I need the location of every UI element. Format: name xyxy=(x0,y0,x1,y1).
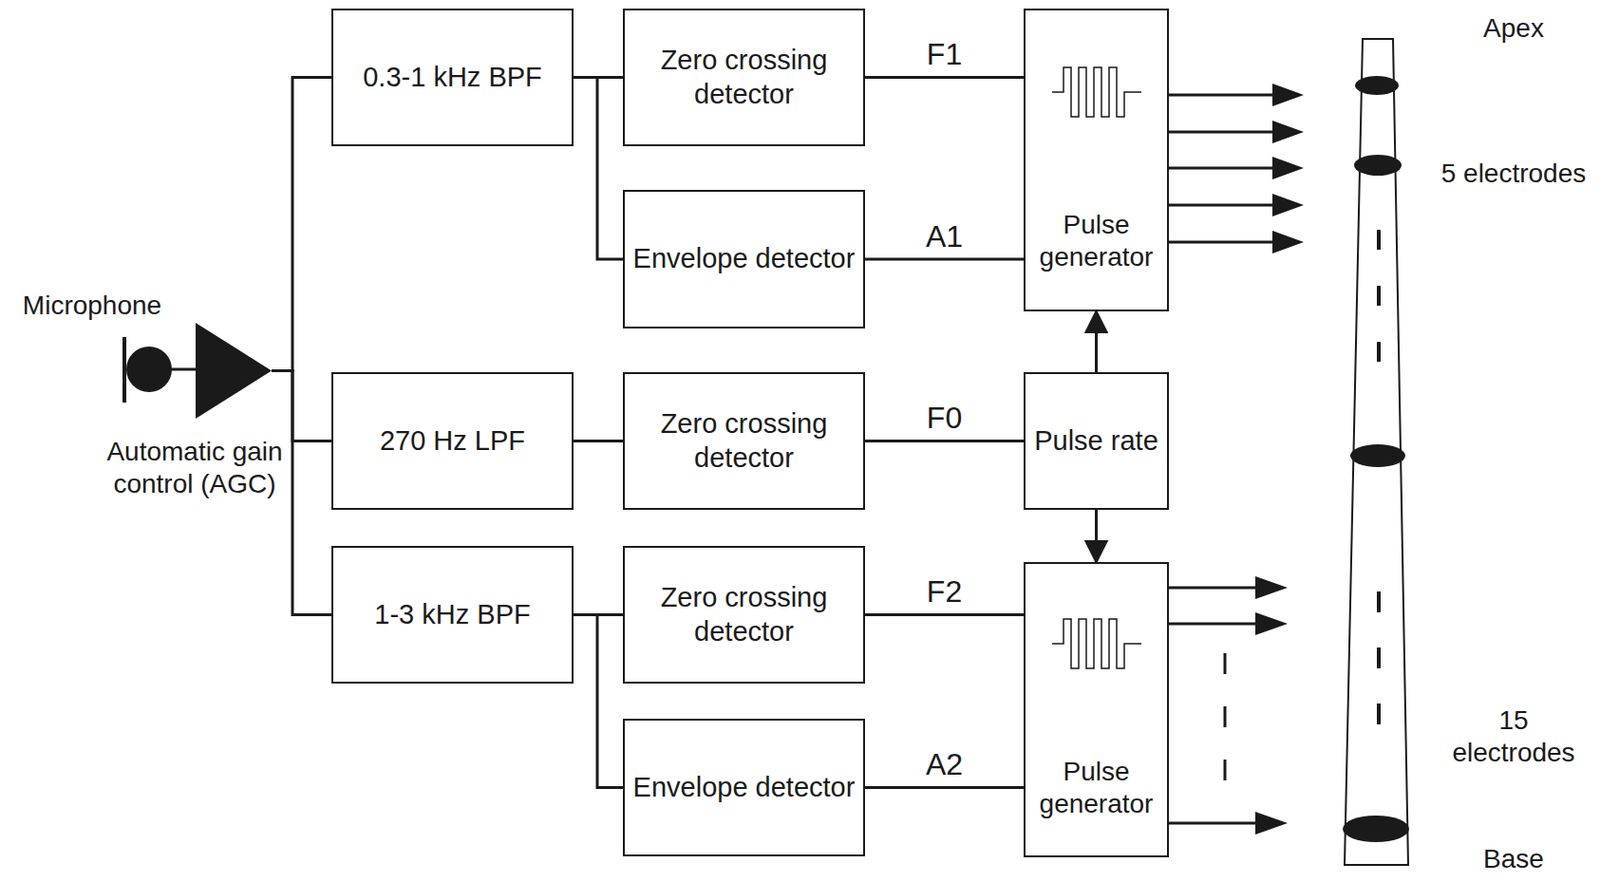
filter-box: 1-3 kHz BPF xyxy=(331,545,574,684)
amplifier-symbol: Automatic gain control (AGC) xyxy=(94,322,295,537)
signal-wire xyxy=(271,77,332,372)
node-text: Pulse generator xyxy=(1028,755,1165,821)
pulse-waveform-icon xyxy=(1050,63,1146,121)
signal-wire xyxy=(573,439,623,443)
node-text: Zero crossing detector xyxy=(632,43,856,112)
signal-label: A1 xyxy=(922,220,966,254)
signal-label: F0 xyxy=(923,401,965,435)
amplifier-triangle xyxy=(195,322,272,419)
annotation-label: 15 electrodes xyxy=(1437,704,1590,770)
signal-label: A2 xyxy=(922,748,966,782)
detector-box: Zero crossing detector xyxy=(622,8,866,147)
node-text: Zero crossing detector xyxy=(632,407,856,475)
microphone-symbol xyxy=(124,337,198,403)
signal-label: F2 xyxy=(923,575,965,609)
node-text: Automatic gain control (AGC) xyxy=(97,435,293,501)
signal-wire xyxy=(865,75,1024,79)
generator-box: Pulse generator xyxy=(1023,8,1169,312)
signal-wire xyxy=(1094,509,1098,563)
node-text: Zero crossing detector xyxy=(632,581,856,649)
detector-box: Envelope detector xyxy=(622,718,866,857)
signal-wire xyxy=(271,371,332,616)
arrowheads xyxy=(1255,83,1304,835)
filter-box: 0.3-1 kHz BPF xyxy=(331,8,574,147)
signal-wire xyxy=(573,77,623,261)
rate-box: Pulse rate xyxy=(1023,372,1169,510)
signal-wire xyxy=(271,371,332,442)
detector-box: Zero crossing detector xyxy=(622,545,866,684)
signal-wire xyxy=(573,615,623,789)
signal-wire xyxy=(865,258,1024,262)
node-text: 270 Hz LPF xyxy=(379,424,526,458)
node-text: 1-3 kHz BPF xyxy=(374,598,530,632)
annotation-label: Microphone xyxy=(0,289,188,322)
generator-box: Pulse generator xyxy=(1023,562,1169,858)
node-text: 0.3-1 kHz BPF xyxy=(362,60,543,95)
signal-wire xyxy=(1094,311,1098,373)
signal-label: F1 xyxy=(923,37,965,72)
electrode-arrows xyxy=(1168,94,1273,824)
annotation-label: 5 electrodes xyxy=(1437,157,1590,190)
node-text: Pulse rate xyxy=(1034,424,1159,458)
node-text: Envelope detector xyxy=(633,771,856,805)
filter-box: 270 Hz LPF xyxy=(331,372,574,510)
electrode-array xyxy=(1342,38,1410,866)
annotation-label: Apex xyxy=(1437,12,1590,45)
signal-wire xyxy=(865,786,1024,790)
node-text: Pulse generator xyxy=(1028,208,1165,274)
detector-box: Zero crossing detector xyxy=(622,372,866,510)
node-text: Envelope detector xyxy=(633,242,856,276)
signal-wire xyxy=(865,439,1024,443)
annotation-label: Base xyxy=(1437,843,1590,876)
signal-wire xyxy=(865,613,1024,617)
detector-box: Envelope detector xyxy=(622,189,866,329)
pulse-waveform-icon xyxy=(1050,615,1146,673)
